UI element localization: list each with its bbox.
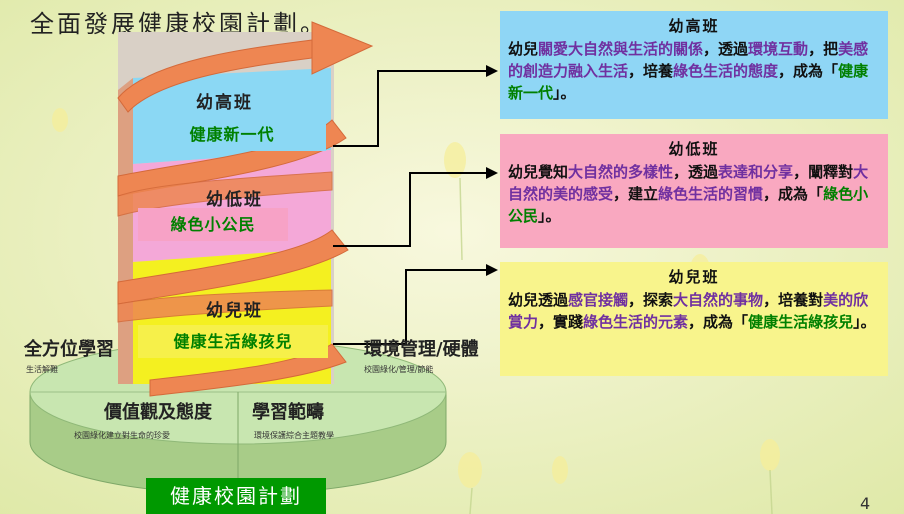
description-segment: 美的欣賞力 xyxy=(508,291,869,331)
description-segment: 感官接觸 xyxy=(568,291,629,309)
description-segment: ，成為「 xyxy=(763,185,824,203)
description-segment: ，把 xyxy=(808,40,839,58)
arrow-head-icon xyxy=(486,167,498,179)
connector-arrows xyxy=(333,70,486,345)
description-heading: 幼兒班 xyxy=(668,268,720,286)
description-segment: ，成為「 xyxy=(778,62,839,80)
description-segment: 幼兒 xyxy=(508,40,539,58)
base-learning-title: 學習範疇 xyxy=(252,402,324,423)
page-number: 4 xyxy=(860,494,871,513)
description-segment: ，透過 xyxy=(703,40,749,58)
base-right-subtitle: 校園綠化/管理/節能 xyxy=(364,365,434,374)
description-segment: 」。 xyxy=(853,313,876,331)
base-values-title: 價值觀及態度 xyxy=(104,402,212,423)
description-segment: 健康新一代 xyxy=(508,62,869,102)
description-body: 幼兒透過感官接觸，探索大自然的事物，培養對美的欣賞力，實踐綠色生活的元素，成為「… xyxy=(508,289,880,333)
base-learning-subtitle: 環境保護綜合主題教學 xyxy=(254,431,334,440)
arrow-head-icon xyxy=(486,65,498,77)
base-values-subtitle: 校園綠化建立對生命的珍愛 xyxy=(74,431,170,440)
description-box-k2: 幼低班 幼兒覺知大自然的多樣性，透過表達和分享，闡釋對大自然的美的感受，建立綠色… xyxy=(500,134,888,248)
description-segment: 綠色生活的態度 xyxy=(673,62,779,80)
spiral-arrow-head xyxy=(311,21,374,75)
description-segment: ，透過 xyxy=(673,163,719,181)
description-segment: 」。 xyxy=(553,84,576,102)
description-segment: 大自然的美的感受 xyxy=(508,163,869,203)
description-box-k3: 幼高班 幼兒關愛大自然與生活的關係，透過環境互動，把美感的創造力融入生活，培養綠… xyxy=(500,11,888,119)
footer-label: 健康校園計劃 xyxy=(146,478,326,514)
description-segment: 綠色小公民 xyxy=(508,185,869,225)
description-heading: 幼高班 xyxy=(668,17,720,35)
description-segment: ，實踐 xyxy=(538,313,584,331)
description-segment: 環境互動 xyxy=(748,40,809,58)
description-box-k1: 幼兒班 幼兒透過感官接觸，探索大自然的事物，培養對美的欣賞力，實踐綠色生活的元素… xyxy=(500,262,888,376)
arrow-head-icon xyxy=(486,264,498,276)
base-left-subtitle: 生活解難 xyxy=(26,365,58,374)
spiral-ribbon xyxy=(117,39,349,397)
description-segment: ，建立 xyxy=(613,185,659,203)
description-segment: 美感的創造力融入生活 xyxy=(508,40,869,80)
label-k2: 綠色小公民 xyxy=(138,208,288,241)
description-segment: ，成為「 xyxy=(688,313,749,331)
description-segment: 健康生活綠孩兒 xyxy=(748,313,854,331)
description-segment: 大自然的多樣性 xyxy=(568,163,674,181)
band-title-k3: 幼高班 xyxy=(196,93,253,113)
description-heading: 幼低班 xyxy=(668,140,720,158)
band-title-k1: 幼兒班 xyxy=(206,301,263,321)
description-segment: 綠色生活的元素 xyxy=(583,313,689,331)
description-segment: 關愛大自然與生活的關係 xyxy=(538,40,704,58)
description-segment: ，闡釋對 xyxy=(793,163,854,181)
base-left-title: 全方位學習 xyxy=(24,339,114,360)
label-k1: 健康生活綠孩兒 xyxy=(138,325,328,358)
band-title-k2: 幼低班 xyxy=(206,190,263,210)
description-body: 幼兒關愛大自然與生活的關係，透過環境互動，把美感的創造力融入生活，培養綠色生活的… xyxy=(508,38,880,104)
description-segment: 」。 xyxy=(538,207,561,225)
description-segment: 幼兒透過 xyxy=(508,291,569,309)
base-right-title: 環境管理/硬體 xyxy=(364,339,479,360)
description-segment: 幼兒覺知 xyxy=(508,163,569,181)
description-segment: 綠色生活的習慣 xyxy=(658,185,764,203)
description-segment: ，培養 xyxy=(628,62,674,80)
description-segment: 表達和分享 xyxy=(718,163,794,181)
label-k3: 健康新一代 xyxy=(138,118,326,151)
description-body: 幼兒覺知大自然的多樣性，透過表達和分享，闡釋對大自然的美的感受，建立綠色生活的習… xyxy=(508,161,880,227)
description-segment: 大自然的事物 xyxy=(673,291,764,309)
description-segment: ，探索 xyxy=(628,291,674,309)
description-segment: ，培養對 xyxy=(763,291,824,309)
